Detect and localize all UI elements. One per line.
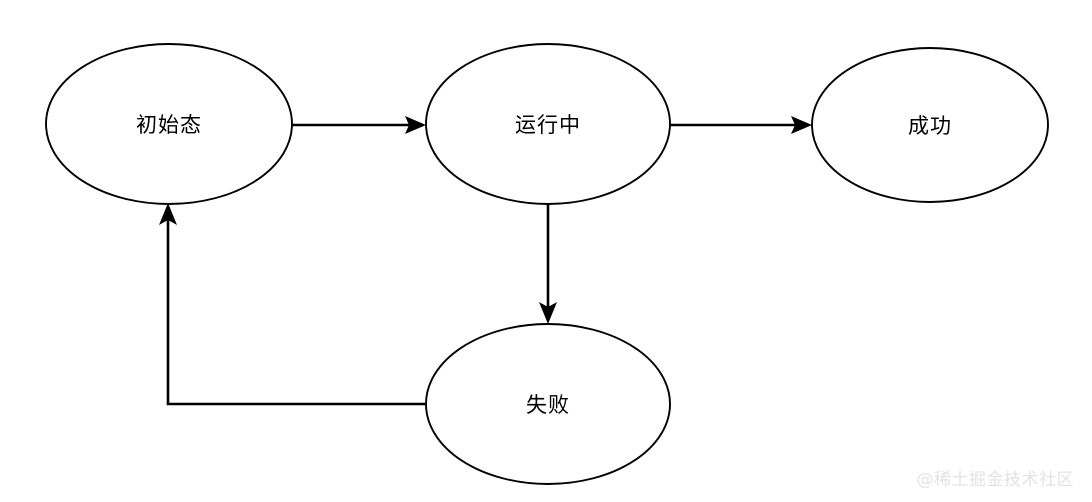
node-label: 失败 xyxy=(526,393,570,417)
watermark: @稀土掘金技术社区 xyxy=(916,470,1074,490)
edge-running-to-success[interactable] xyxy=(671,116,812,134)
node-init[interactable]: 初始态 xyxy=(45,43,293,205)
arrow-head-icon xyxy=(539,302,557,324)
node-label: 成功 xyxy=(908,114,952,138)
arrow-head-icon xyxy=(159,203,177,225)
edge-init-to-running[interactable] xyxy=(292,116,426,134)
node-running[interactable]: 运行中 xyxy=(425,43,671,205)
node-shape-ellipse xyxy=(811,47,1049,203)
node-shape-ellipse xyxy=(45,43,293,205)
node-shape-ellipse xyxy=(425,43,671,205)
arrow-head-icon xyxy=(791,116,812,134)
node-shape-ellipse xyxy=(425,323,671,485)
node-failed[interactable]: 失败 xyxy=(425,323,671,485)
edge-failed-to-init[interactable] xyxy=(159,203,427,406)
edge-running-to-failed[interactable] xyxy=(539,200,557,324)
node-label: 运行中 xyxy=(515,113,581,137)
edge-line xyxy=(166,214,427,406)
node-label: 初始态 xyxy=(136,113,202,137)
node-success[interactable]: 成功 xyxy=(811,47,1049,203)
arrow-head-icon xyxy=(405,116,426,134)
